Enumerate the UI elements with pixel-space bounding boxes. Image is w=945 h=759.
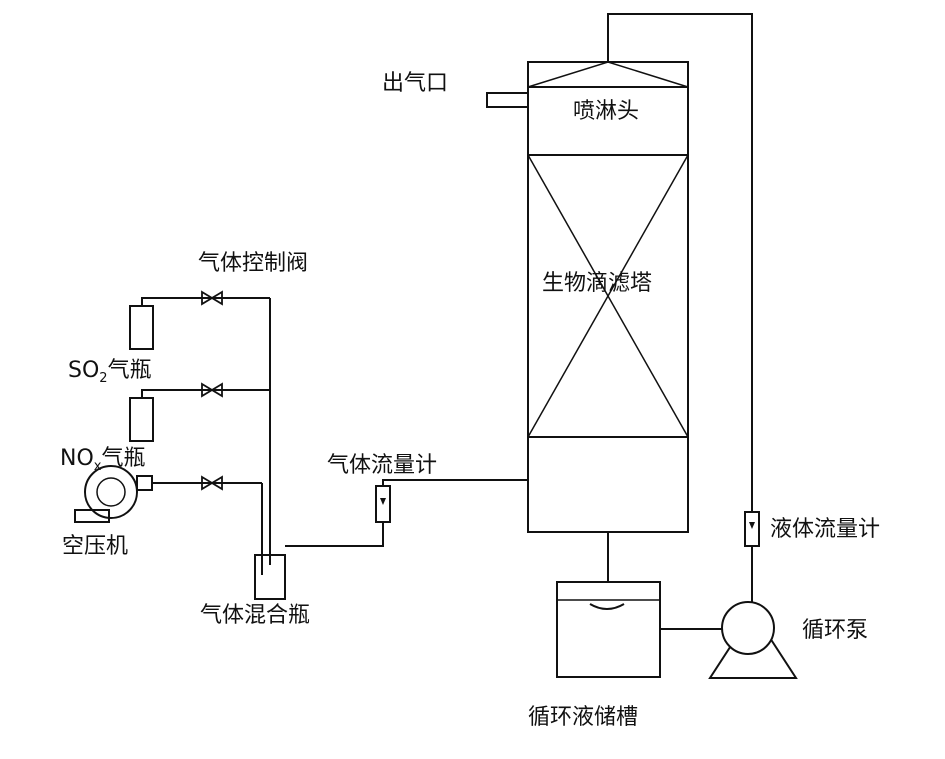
spray-head-shape	[527, 61, 689, 88]
air-compressor	[74, 465, 153, 523]
gas-outlet-pipe	[486, 92, 528, 108]
circulation-pump	[708, 601, 798, 679]
label-bio-trickling-tower: 生物滴滤塔	[542, 271, 652, 296]
valve-so2	[201, 290, 223, 306]
label-gas-control-valve: 气体控制阀	[198, 251, 308, 276]
so2-cylinder	[129, 297, 154, 350]
mix-to-flowmeter-line	[285, 522, 384, 547]
label-liquid-flowmeter: 液体流量计	[770, 517, 880, 542]
label-gas-flowmeter: 气体流量计	[327, 453, 437, 478]
label-circulation-tank: 循环液储槽	[528, 705, 638, 730]
label-so2-cylinder: SO2气瓶	[68, 358, 152, 386]
liquid-return-line	[607, 13, 753, 512]
label-gas-outlet: 出气口	[382, 71, 448, 96]
label-circulation-pump: 循环泵	[802, 618, 868, 643]
label-air-compressor: 空压机	[62, 534, 128, 559]
gas-mixing-bottle	[254, 554, 286, 600]
valve-air	[201, 475, 223, 491]
valve-nox	[201, 382, 223, 398]
gas-flowmeter	[375, 485, 391, 523]
nox-cylinder	[129, 389, 154, 442]
label-nox-cylinder: NOx气瓶	[60, 446, 146, 474]
label-gas-mixing-bottle: 气体混合瓶	[200, 603, 310, 628]
packing-cross-2	[527, 154, 689, 438]
flowmeter-to-tower-line	[382, 479, 528, 486]
bio-trickling-tower	[527, 61, 689, 533]
liquid-flowmeter	[744, 511, 760, 547]
circulation-tank	[556, 581, 661, 678]
label-spray-head: 喷淋头	[573, 99, 639, 124]
